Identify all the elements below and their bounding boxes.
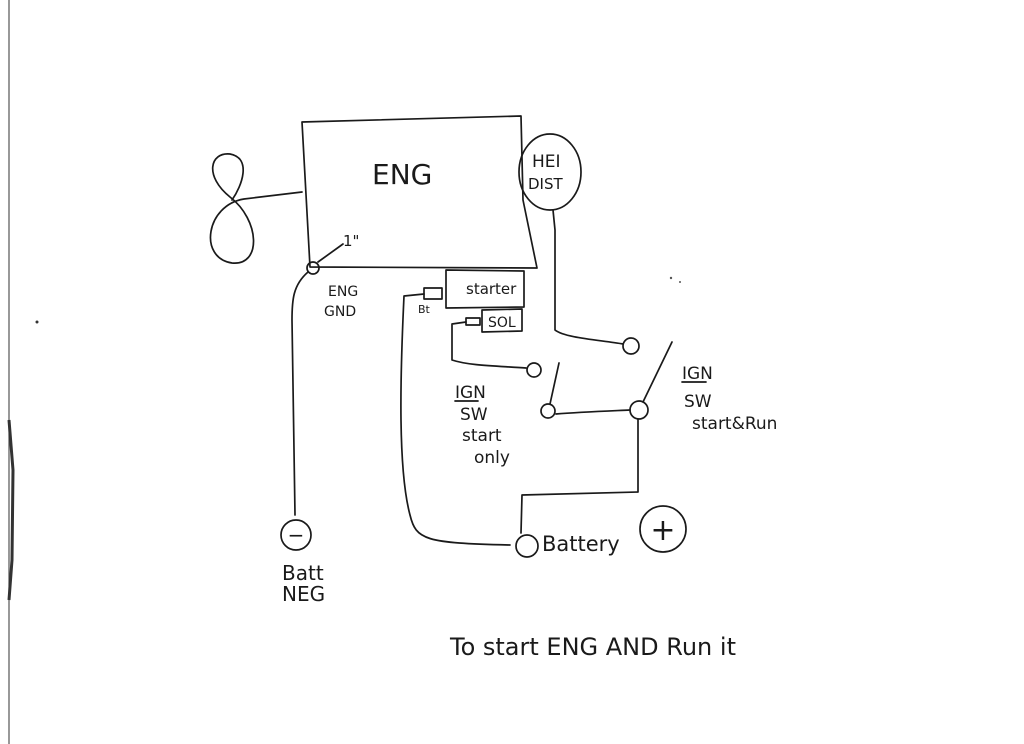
start-switch-upper-contact bbox=[526, 362, 542, 378]
switch-link-wire bbox=[555, 409, 631, 415]
engine-label: ENG bbox=[372, 158, 432, 191]
solenoid-wire bbox=[451, 321, 527, 369]
battery-negative-terminal bbox=[280, 519, 312, 551]
scan-shadow bbox=[7, 419, 15, 601]
starter-label: starter bbox=[466, 280, 517, 298]
caption: To start ENG AND Run it bbox=[449, 633, 736, 661]
start-switch-blade bbox=[549, 362, 560, 405]
batt-neg-label-1: Batt bbox=[282, 561, 324, 585]
distributor-label-2: DIST bbox=[528, 175, 563, 193]
starter-battery-cable bbox=[400, 293, 511, 546]
ground-label-2: GND bbox=[324, 304, 356, 320]
run-switch-blade bbox=[642, 341, 673, 403]
ign-run-label-2: SW bbox=[684, 392, 712, 412]
ign-start-label-2: SW bbox=[460, 405, 488, 425]
solenoid-label: SOL bbox=[488, 315, 516, 331]
engine-block bbox=[301, 115, 538, 269]
pulley-loop bbox=[209, 153, 303, 264]
solenoid-s-terminal bbox=[465, 317, 481, 326]
ground-strap bbox=[317, 243, 344, 263]
battery-plus-circle bbox=[639, 505, 687, 553]
run-switch-upper-contact bbox=[622, 337, 640, 355]
scan-speck bbox=[679, 281, 681, 283]
distributor-label-1: HEI bbox=[532, 152, 561, 172]
ign-run-label-3: start&Run bbox=[692, 414, 777, 434]
battery-negative-symbol: − bbox=[288, 523, 305, 547]
engine-ground-terminal bbox=[306, 261, 320, 275]
solenoid-body bbox=[481, 308, 523, 333]
ign-start-label-3: start bbox=[462, 426, 502, 446]
solenoid-b-label: Bt bbox=[418, 303, 431, 316]
ign-run-label-1: IGN bbox=[682, 364, 713, 384]
distributor-wire bbox=[552, 209, 624, 345]
ground-wire bbox=[291, 271, 309, 516]
hei-distributor bbox=[518, 133, 582, 211]
ign-start-label-4: only bbox=[474, 448, 510, 468]
battery-feed-wire bbox=[520, 418, 639, 534]
ground-label-1: ENG bbox=[328, 284, 358, 300]
battery-positive-terminal bbox=[515, 534, 539, 558]
run-switch-lower-contact bbox=[629, 400, 649, 420]
scan-speck bbox=[35, 320, 39, 324]
batt-neg-label-2: NEG bbox=[282, 582, 325, 606]
battery-label: Battery bbox=[542, 532, 620, 556]
strap-mark: 1" bbox=[343, 232, 359, 250]
scan-speck bbox=[669, 276, 673, 280]
start-switch-lower-contact bbox=[540, 403, 556, 419]
starter-batt-terminal bbox=[423, 287, 443, 300]
starter-body bbox=[445, 269, 525, 309]
ign-start-label-1: IGN bbox=[455, 383, 486, 403]
battery-plus-symbol: + bbox=[650, 513, 675, 548]
